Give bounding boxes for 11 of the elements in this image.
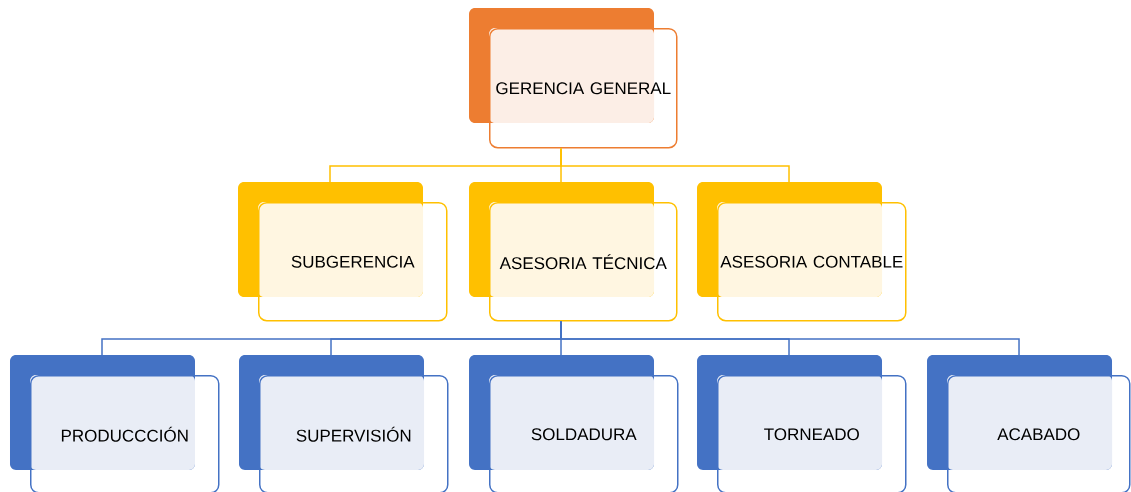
org-box: SOLDADURA [469, 355, 679, 492]
connector-line [560, 147, 790, 183]
org-box: ASESORIA TÉCNICA [469, 182, 678, 322]
org-box: PRODUCCCIÓN [10, 355, 220, 492]
org-box: GERENCIA GENERAL [469, 8, 678, 149]
connector-line [560, 320, 1020, 356]
org-box: ACABADO [927, 355, 1131, 492]
org-box: ASESORIA CONTABLE [697, 182, 907, 322]
org-box: SUBGERENCIA [238, 182, 448, 322]
org-box: TORNEADO [697, 355, 907, 492]
org-box: SUPERVISIÓN [239, 355, 449, 492]
